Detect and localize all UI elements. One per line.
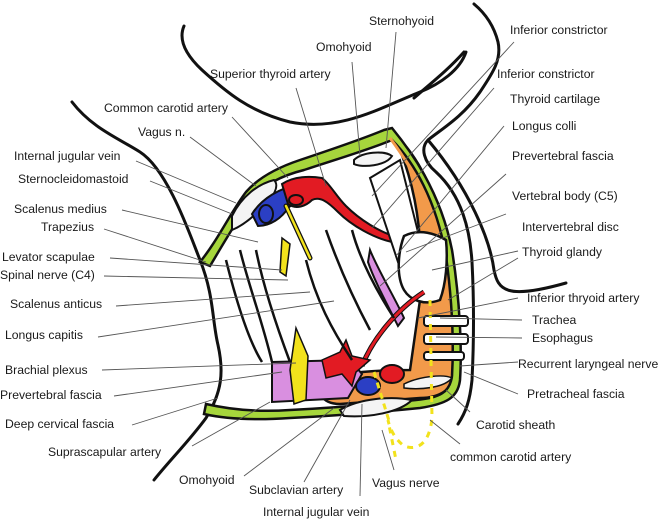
label-vagus-n: Vagus n.: [138, 125, 186, 139]
label-levator-scapulae: Levator scapulae: [2, 250, 95, 264]
label-common-carotid-artery: Common carotid artery: [104, 101, 228, 115]
label-vertebral-body-c5: Vertebral body (C5): [512, 189, 618, 203]
brachial-plexus-shape: [289, 325, 309, 406]
skin-outline: [70, 2, 568, 482]
label-omohyoid-bottom: Omohyoid: [179, 473, 235, 487]
label-internal-jugular-vein-bottom: Internal jugular vein: [263, 505, 370, 519]
label-intervertebral-disc: Intervertebral disc: [522, 220, 619, 234]
prevertebral-muscle: [366, 246, 406, 328]
label-sternocleidomastoid: Sternocleidomastoid: [18, 172, 129, 186]
label-longus-capitis: Longus capitis: [5, 328, 83, 342]
label-deep-cervical-fascia: Deep cervical fascia: [5, 417, 115, 431]
label-inferior-constrictor-2: Inferior constrictor: [497, 67, 595, 81]
label-omohyoid-top: Omohyoid: [316, 40, 372, 54]
chin-contour: [412, 50, 466, 100]
label-recurrent-laryngeal-nerve: Recurrent laryngeal nerve: [518, 357, 659, 371]
neck-right-contour: [422, 2, 501, 426]
thyroid-contour: [426, 138, 568, 294]
jaw-contour: [180, 24, 468, 126]
label-inferior-thyroid-artery: Inferior thryoid artery: [527, 291, 640, 305]
vagus-nerve-core: [284, 204, 312, 260]
sternohyoid-muscle: [353, 151, 394, 167]
label-carotid-sheath: Carotid sheath: [476, 418, 556, 432]
spinal-nerve-shape: [279, 236, 291, 278]
label-vagus-nerve: Vagus nerve: [372, 476, 440, 490]
vagus-lower-path: [372, 371, 392, 425]
label-scalenus-anticus: Scalenus anticus: [10, 297, 103, 311]
label-trapezius: Trapezius: [41, 220, 95, 234]
label-scalenus-medius: Scalenus medius: [14, 202, 107, 216]
label-thyroid-glandy: Thyroid glandy: [522, 245, 602, 259]
label-suprascapular-artery: Suprascapular artery: [48, 445, 162, 459]
leader-lines: [97, 31, 523, 497]
lower-jugular-vein-shape: [355, 376, 381, 396]
omohyoid-lower-muscle: [338, 397, 415, 418]
label-brachial-plexus: Brachial plexus: [5, 363, 88, 377]
label-sternohyoid: Sternohyoid: [369, 14, 435, 28]
inferior-thyroid-artery-core: [360, 290, 425, 367]
label-prevertebral-fascia-right: Prevertebral fascia: [512, 149, 614, 163]
carotid-sheath-lines: [403, 375, 454, 390]
label-spinal-nerve-c4: Spinal nerve (C4): [0, 268, 95, 282]
internal-jugular-vein-lumen: [258, 204, 274, 224]
common-carotid-artery-lumen: [288, 194, 304, 206]
label-trachea: Trachea: [532, 313, 577, 327]
lower-carotid-shape: [379, 364, 405, 384]
neck-left-contour: [70, 100, 223, 482]
label-prevertebral-fascia-left: Prevertebral fascia: [0, 388, 102, 402]
label-subclavian-artery: Subclavian artery: [249, 483, 344, 497]
label-thyroid-cartilage: Thyroid cartilage: [510, 92, 601, 106]
label-internal-jugular-vein: Internal jugular vein: [14, 149, 121, 163]
label-inferior-constrictor-1: Inferior constrictor: [510, 23, 608, 37]
label-longus-colli: Longus colli: [512, 119, 577, 133]
muscle-contours: [224, 229, 396, 363]
label-esophagus: Esophagus: [532, 331, 593, 345]
label-common-carotid-artery-bottom: common carotid artery: [450, 450, 572, 464]
label-superior-thyroid-artery: Superior thyroid artery: [210, 67, 331, 81]
label-pretracheal-fascia: Pretracheal fascia: [527, 387, 625, 401]
